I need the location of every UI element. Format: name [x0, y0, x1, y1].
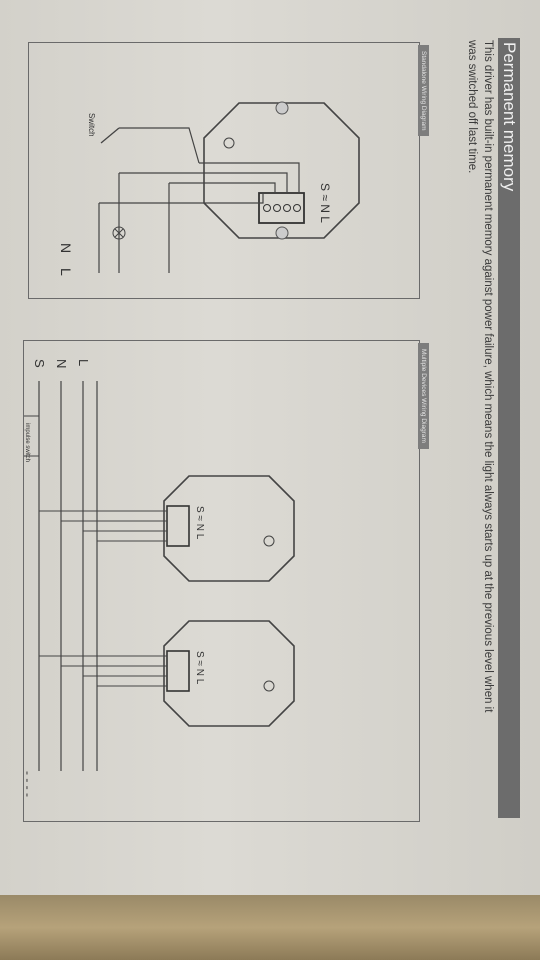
knob-icon [223, 137, 235, 149]
lamp-cross [114, 228, 124, 238]
section-title: Permanent memory [500, 42, 519, 192]
terminal-screw [263, 204, 271, 212]
line-label-l: L [76, 359, 91, 366]
table-surface [0, 895, 540, 960]
dimmer-module-outline [203, 102, 360, 239]
module-drop-wires [39, 510, 167, 687]
section-header-bar: Permanent memory [498, 38, 520, 818]
supply-label-n: N [58, 243, 74, 253]
module-1-knob-icon [263, 535, 275, 547]
module-2-terminal-block [166, 650, 190, 692]
continuation-dashes: - - - - [24, 771, 35, 797]
bus-lines [38, 381, 98, 771]
module-1-terminal-block [166, 505, 190, 547]
impulse-switch-leads [24, 415, 39, 457]
module-2-terminal-label: S ≈ N L [194, 651, 205, 685]
module-1-terminal-label: S ≈ N L [194, 506, 205, 540]
line-label-n: N [54, 359, 69, 368]
switch-icon [100, 127, 120, 144]
standalone-wiring-panel: Standalone Wiring Diagram [28, 42, 429, 299]
terminal-label: S ≈ N L [318, 183, 332, 223]
terminal-screw [283, 204, 291, 212]
switch-label: Switch [87, 113, 96, 137]
terminal-screw [293, 204, 301, 212]
paper-sheet [0, 0, 540, 900]
multiple-wiring-tag: Multiple Devices Wiring Diagram [418, 343, 429, 449]
supply-label-l: L [58, 268, 74, 276]
standalone-wiring-tag: Standalone Wiring Diagram [418, 45, 429, 137]
module-wires [99, 162, 300, 204]
lamp-icon [112, 226, 126, 240]
standalone-wiring-diagram: S ≈ N L Switch N L [58, 101, 360, 276]
multiple-wiring-diagram: L N S impulse switch S ≈ N L S ≈ N L [2, 359, 295, 797]
module-2-knob-icon [263, 680, 275, 692]
intro-text-line-2: was switched off last time. [466, 40, 478, 174]
dimmer-module-1-outline [163, 475, 295, 582]
impulse-switch-label: impulse switch [24, 423, 30, 462]
mount-notch-left [275, 101, 289, 115]
supply-wires [98, 127, 200, 273]
line-label-s: S [32, 359, 47, 368]
multiple-wiring-panel: Multiple Devices Wiring Diagram L N S im… [2, 340, 429, 822]
mount-notch-right [275, 226, 289, 240]
intro-text-line-1: This driver has built-in permanent memor… [482, 40, 494, 713]
dimmer-module-2-outline [163, 620, 295, 727]
terminal-screw [273, 204, 281, 212]
terminal-block [258, 192, 305, 224]
